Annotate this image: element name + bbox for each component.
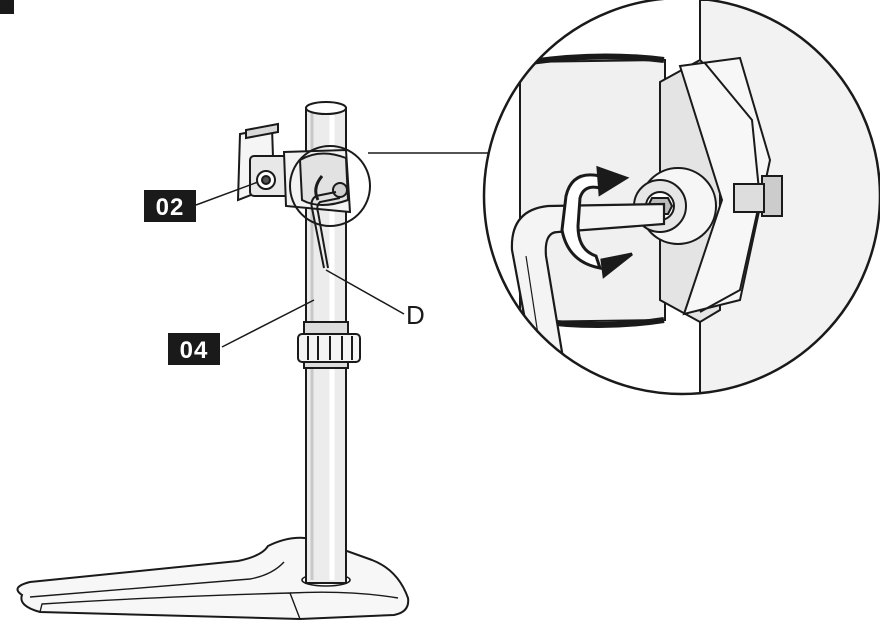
label-04-badge	[168, 333, 220, 365]
allen-key-small	[310, 191, 341, 269]
label-02-text: 02	[156, 194, 185, 221]
detail-callout-small	[289, 145, 371, 227]
label-02-badge	[144, 190, 196, 222]
height-collar	[297, 321, 361, 369]
stand-base	[16, 536, 410, 621]
vesa-bracket	[236, 122, 352, 214]
leader-lines	[195, 181, 405, 348]
zoom-detail	[482, 0, 880, 396]
label-04-text: 04	[180, 337, 209, 364]
rotate-arrow-icon	[560, 165, 633, 279]
label-d: D	[406, 300, 425, 330]
step-marker	[0, 0, 14, 14]
label-04: 04	[168, 333, 220, 365]
label-02: 02	[144, 190, 196, 222]
